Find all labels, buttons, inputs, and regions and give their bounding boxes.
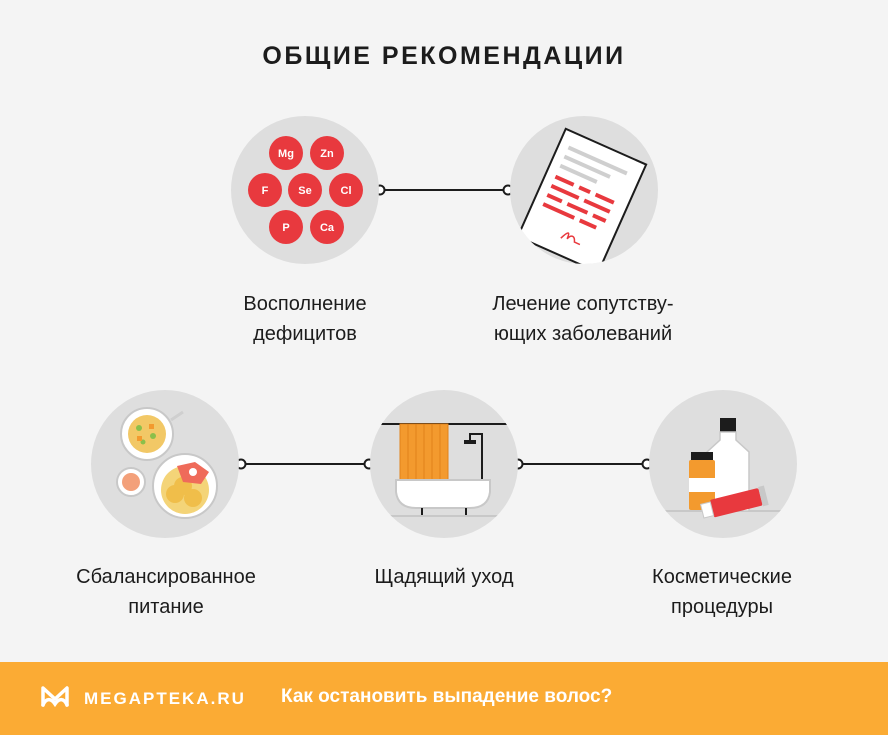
brand-logo[interactable]: MEGAPTEKA.RU (40, 683, 246, 714)
megapteka-logo-icon (40, 683, 70, 714)
item-label-diseases: Лечение сопутству-ющих заболеваний (492, 293, 674, 345)
footer-tagline: Как остановить выпадение волос? (281, 686, 613, 707)
cosmetics-bottles-icon (649, 390, 797, 538)
food-plates-icon (91, 390, 239, 538)
footer-bar: MEGAPTEKA.RU Как остановить выпадение во… (0, 662, 888, 735)
page-title: ОБЩИЕ РЕКОМЕНДАЦИИ (262, 42, 626, 70)
brand-name: MEGAPTEKA.RU (84, 688, 246, 708)
medical-document-icon (510, 116, 658, 264)
mineral-label: P (282, 222, 289, 234)
mineral-label: Se (298, 185, 311, 197)
mineral-pills-icon: Mg Zn F Se Cl P Ca (231, 116, 379, 264)
bathtub-icon (370, 390, 518, 538)
mineral-label: Mg (278, 148, 294, 160)
mineral-label: Cl (341, 185, 352, 197)
mineral-label: Zn (320, 148, 334, 160)
mineral-label: Ca (320, 222, 335, 234)
item-label-gentle-care: Щадящий уход (374, 566, 514, 588)
mineral-label: F (262, 185, 269, 197)
